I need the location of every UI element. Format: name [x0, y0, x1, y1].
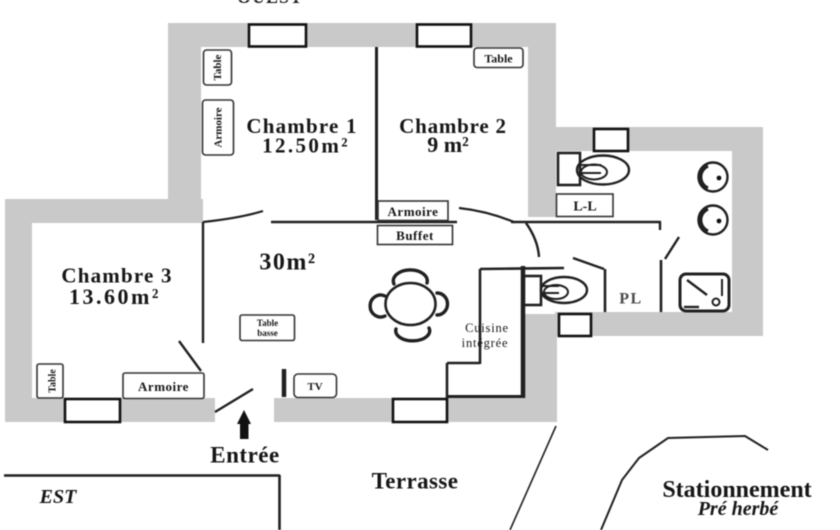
svg-text:Stationnement: Stationnement [662, 477, 811, 503]
svg-text:Entrée: Entrée [210, 443, 279, 468]
svg-text:basse: basse [257, 328, 278, 338]
svg-text:L-L: L-L [573, 200, 596, 215]
svg-text:Armoire: Armoire [213, 107, 225, 147]
svg-text:12.50m²: 12.50m² [262, 134, 350, 158]
svg-text:PL: PL [619, 291, 642, 308]
svg-text:Chambre 2: Chambre 2 [399, 114, 507, 138]
svg-text:Table: Table [212, 54, 224, 80]
svg-text:Armoire: Armoire [388, 204, 439, 219]
svg-text:Pré herbé: Pré herbé [697, 498, 780, 520]
svg-text:TV: TV [307, 381, 322, 393]
svg-text:Armoire: Armoire [138, 379, 189, 394]
svg-text:Table: Table [484, 52, 513, 66]
svg-text:30m²: 30m² [259, 250, 316, 276]
svg-text:Terrasse: Terrasse [372, 469, 459, 494]
svg-text:Chambre 3: Chambre 3 [61, 264, 172, 288]
svg-text:Table: Table [47, 369, 58, 393]
svg-text:OUEST: OUEST [237, 0, 303, 7]
svg-text:Table: Table [257, 318, 278, 328]
svg-text:intégrée: intégrée [462, 336, 509, 350]
svg-text:Buffet: Buffet [396, 228, 434, 243]
svg-text:EST: EST [39, 486, 77, 508]
svg-text:9 m²: 9 m² [427, 132, 469, 157]
svg-text:Cuisine: Cuisine [465, 321, 509, 335]
svg-text:13.60m²: 13.60m² [69, 284, 161, 309]
svg-text:Chambre 1: Chambre 1 [246, 114, 357, 138]
